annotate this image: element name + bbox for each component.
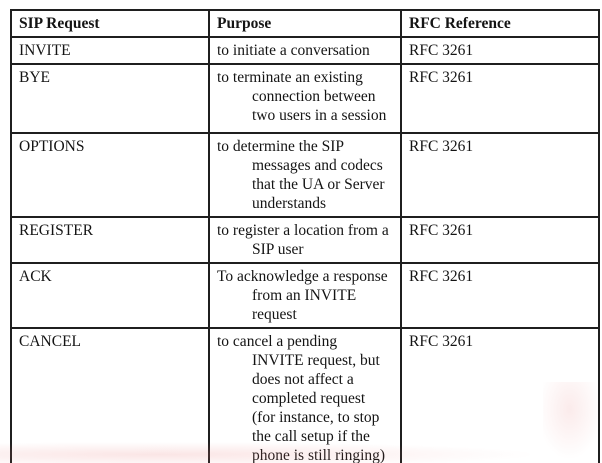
purpose-line: (for instance, to stop — [252, 409, 380, 426]
purpose-line: phone is still ringing) — [252, 447, 386, 463]
table-row: INVITE to initiate a conversation RFC 3261 — [10, 36, 600, 65]
request-cell: OPTIONS — [10, 132, 210, 218]
purpose-cell: to determine the SIP messages and codecs t… — [208, 132, 402, 218]
request-cell: CANCEL — [10, 327, 210, 463]
purpose-line: messages and codecs — [252, 157, 383, 174]
table-row: ACK To acknowledge a response from an INVI… — [10, 262, 600, 329]
table-row: BYE to terminate an existing connection be… — [10, 63, 600, 134]
rfc-cell: RFC 3261 — [400, 327, 600, 463]
purpose-line: to initiate a conversation — [217, 42, 370, 59]
purpose-cell: to terminate an existing connection betwe… — [208, 63, 402, 134]
purpose-line: SIP user — [252, 241, 304, 258]
request-cell: ACK — [10, 262, 210, 329]
purpose-line: request — [252, 306, 297, 323]
col-header-purpose: Purpose — [208, 9, 402, 38]
purpose-line: two users in a session — [252, 107, 387, 124]
purpose-line: the call setup if the — [252, 428, 370, 445]
purpose-cell: to register a location from a SIP user — [208, 216, 402, 264]
rfc-cell: RFC 3261 — [400, 36, 600, 65]
purpose-line: to register a location from a — [217, 222, 389, 239]
purpose-line: that the UA or Server — [252, 176, 385, 193]
purpose-cell: to initiate a conversation — [208, 36, 402, 65]
purpose-line: to terminate an existing — [217, 69, 363, 86]
rfc-cell: RFC 3261 — [400, 63, 600, 134]
purpose-line: To acknowledge a response — [217, 268, 388, 285]
purpose-line: completed request — [252, 390, 366, 407]
sip-request-table: SIP Request Purpose RFC Reference INVITE… — [10, 9, 600, 463]
rfc-cell: RFC 3261 — [400, 132, 600, 218]
purpose-cell: To acknowledge a response from an INVITE r… — [208, 262, 402, 329]
purpose-line: to determine the SIP — [217, 138, 344, 155]
purpose-line: does not affect a — [252, 371, 354, 388]
request-cell: BYE — [10, 63, 210, 134]
purpose-line: understands — [252, 195, 327, 212]
rfc-cell: RFC 3261 — [400, 262, 600, 329]
col-header-sip-request: SIP Request — [10, 9, 210, 38]
table-row: OPTIONS to determine the SIP messages and … — [10, 132, 600, 218]
table-row: REGISTER to register a location from a SIP… — [10, 216, 600, 264]
request-cell: INVITE — [10, 36, 210, 65]
purpose-line: INVITE request, but — [252, 352, 380, 369]
rfc-cell: RFC 3261 — [400, 216, 600, 264]
purpose-line: connection between — [252, 88, 376, 105]
col-header-rfc-reference: RFC Reference — [400, 9, 600, 38]
header-row: SIP Request Purpose RFC Reference — [10, 9, 600, 38]
purpose-line: from an INVITE — [252, 287, 357, 304]
request-cell: REGISTER — [10, 216, 210, 264]
purpose-line: to cancel a pending — [217, 333, 338, 350]
